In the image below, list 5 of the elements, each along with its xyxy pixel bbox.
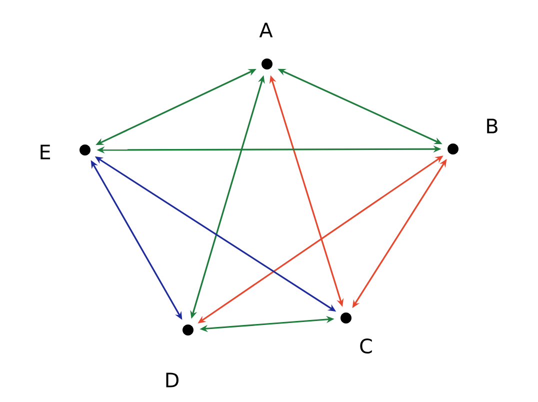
point-label: C bbox=[360, 338, 372, 354]
point-label: E bbox=[40, 144, 50, 160]
point-label: A bbox=[259, 22, 273, 38]
point-label: B bbox=[487, 118, 498, 134]
point-label: D bbox=[166, 372, 178, 388]
